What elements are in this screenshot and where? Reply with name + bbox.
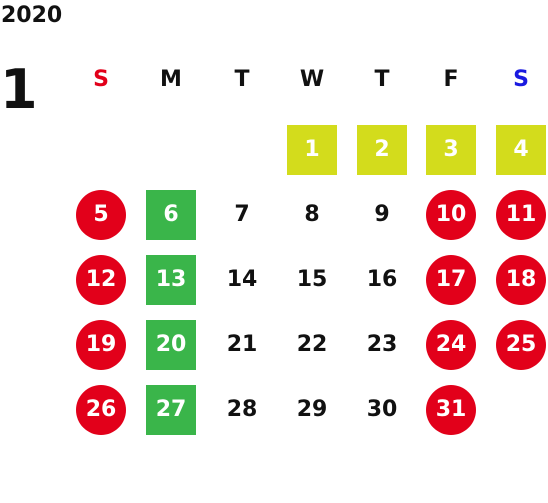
day-cell-10: 10 [426, 190, 476, 240]
year-label: 2020 [1, 3, 63, 28]
day-cell-22: 22 [296, 332, 328, 357]
day-cell-18: 18 [496, 255, 546, 305]
day-cell-19: 19 [76, 320, 126, 370]
day-cell-30: 30 [366, 397, 398, 422]
day-cell-24: 24 [426, 320, 476, 370]
day-cell-14: 14 [226, 267, 258, 292]
day-cell-4: 4 [496, 125, 546, 175]
day-cell-21: 21 [226, 332, 258, 357]
weekday-saturday: S [513, 67, 529, 92]
day-cell-28: 28 [226, 397, 258, 422]
day-cell-26: 26 [76, 385, 126, 435]
weekday-friday: F [443, 67, 459, 92]
day-cell-17: 17 [426, 255, 476, 305]
weekday-sunday: S [93, 67, 109, 92]
day-cell-6: 6 [146, 190, 196, 240]
day-cell-29: 29 [296, 397, 328, 422]
day-cell-31: 31 [426, 385, 476, 435]
day-cell-11: 11 [496, 190, 546, 240]
day-cell-25: 25 [496, 320, 546, 370]
weekday-thursday: T [374, 67, 390, 92]
month-number: 1 [0, 58, 38, 121]
weekday-monday: M [160, 67, 182, 92]
day-cell-9: 9 [374, 202, 390, 227]
day-cell-20: 20 [146, 320, 196, 370]
day-cell-16: 16 [366, 267, 398, 292]
day-cell-13: 13 [146, 255, 196, 305]
day-cell-27: 27 [146, 385, 196, 435]
day-cell-1: 1 [287, 125, 337, 175]
day-cell-5: 5 [76, 190, 126, 240]
day-cell-23: 23 [366, 332, 398, 357]
day-cell-12: 12 [76, 255, 126, 305]
day-cell-15: 15 [296, 267, 328, 292]
weekday-tuesday: T [234, 67, 250, 92]
day-cell-8: 8 [304, 202, 320, 227]
day-cell-7: 7 [234, 202, 250, 227]
day-cell-3: 3 [426, 125, 476, 175]
day-cell-2: 2 [357, 125, 407, 175]
weekday-wednesday: W [299, 67, 325, 92]
